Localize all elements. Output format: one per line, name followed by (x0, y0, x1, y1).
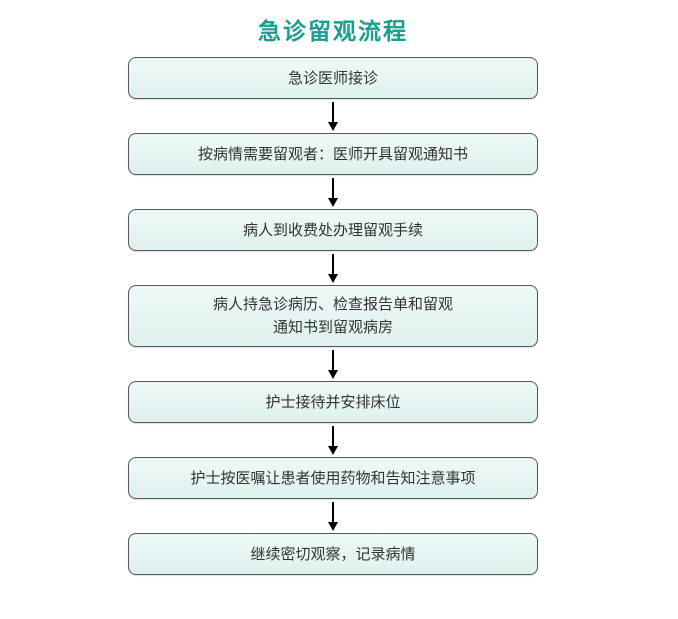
flow-step-4: 病人持急诊病历、检查报告单和留观 通知书到留观病房 (128, 285, 538, 348)
flow-step-7: 继续密切观察，记录病情 (128, 533, 538, 576)
down-arrow-icon (328, 350, 338, 380)
down-arrow-icon (328, 426, 338, 456)
flowchart: 急诊医师接诊 按病情需要留观者：医师开具留观通知书 病人到收费处办理留观手续 病… (128, 57, 538, 576)
page-title: 急诊留观流程 (258, 19, 408, 45)
flow-step-5: 护士接待并安排床位 (128, 381, 538, 424)
flow-step-6: 护士按医嘱让患者使用药物和告知注意事项 (128, 457, 538, 500)
flow-step-2: 按病情需要留观者：医师开具留观通知书 (128, 133, 538, 176)
down-arrow-icon (328, 178, 338, 208)
down-arrow-icon (328, 502, 338, 532)
down-arrow-icon (328, 254, 338, 284)
down-arrow-icon (328, 102, 338, 132)
flow-step-1: 急诊医师接诊 (128, 57, 538, 100)
flow-step-3: 病人到收费处办理留观手续 (128, 209, 538, 252)
